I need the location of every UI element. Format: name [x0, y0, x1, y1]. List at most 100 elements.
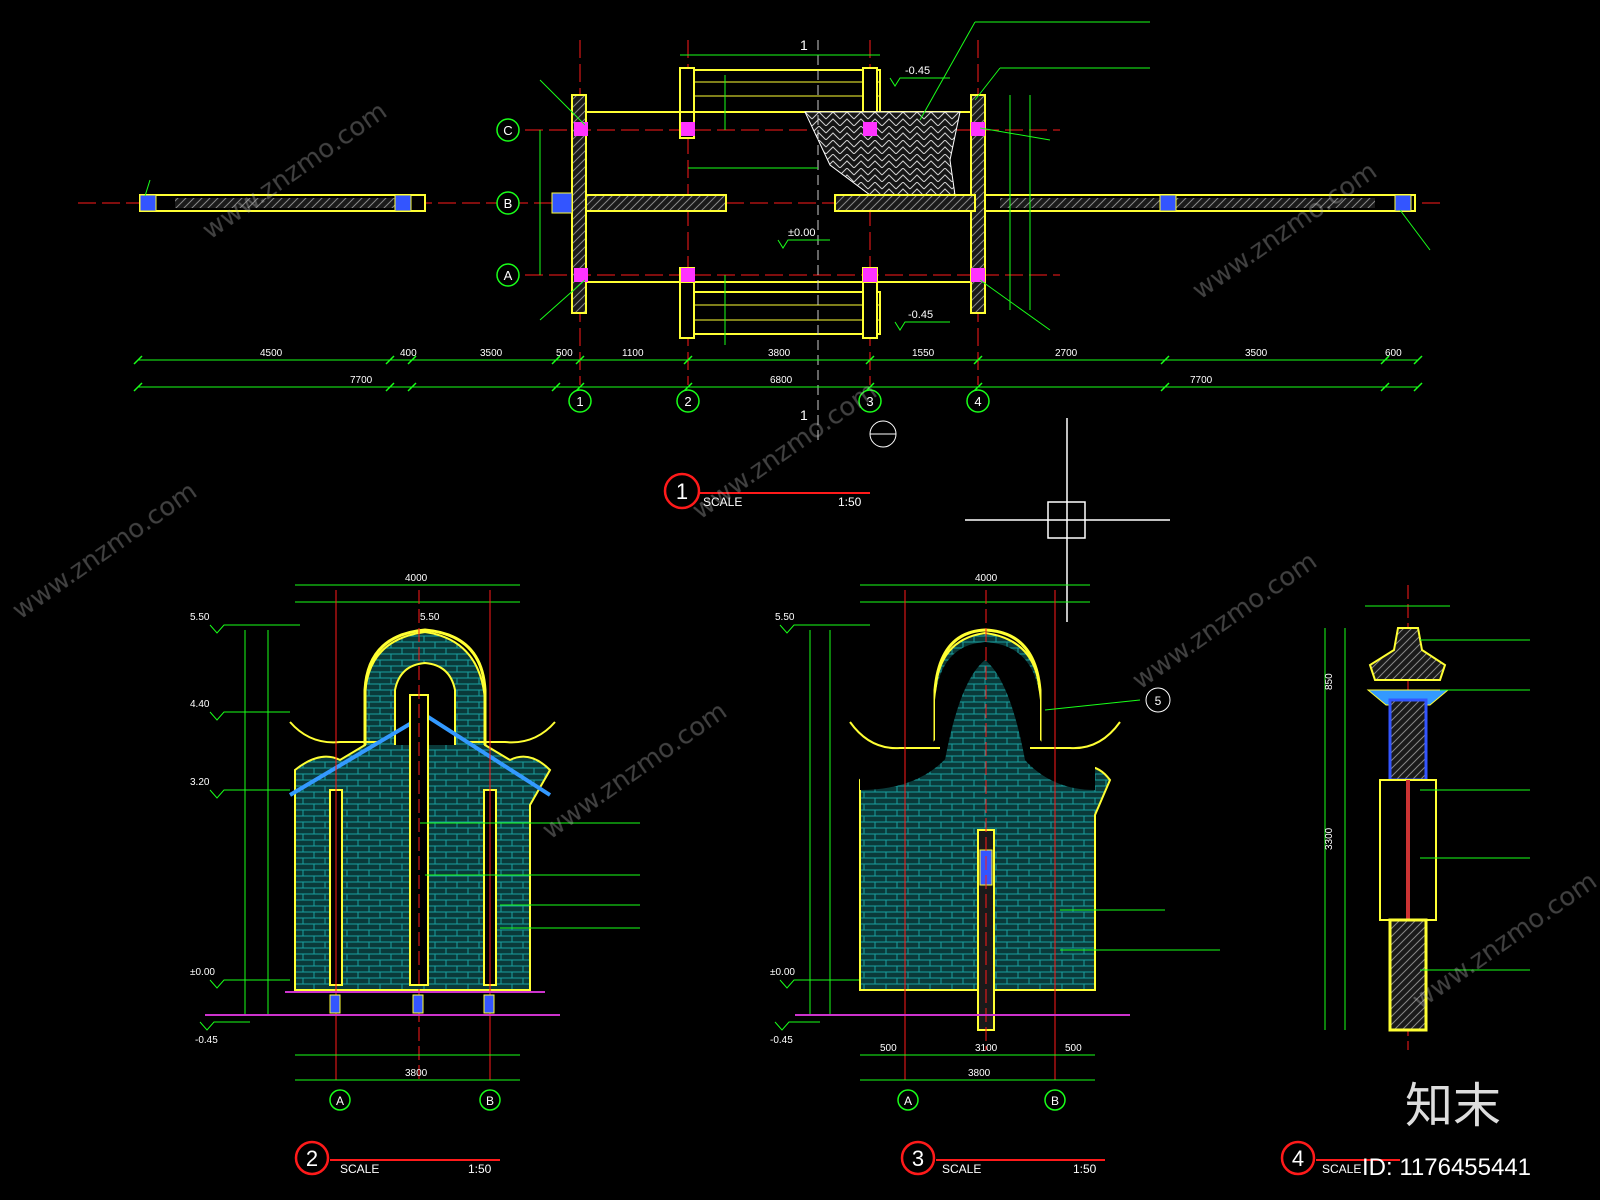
upper-rail-frame	[679, 69, 881, 113]
eave-left	[849, 721, 940, 750]
svg-text:B: B	[1051, 1094, 1059, 1108]
footing	[329, 994, 341, 1014]
dim-label: 400	[400, 348, 417, 359]
left-wall-end	[139, 194, 157, 212]
elev-mark	[779, 979, 860, 989]
elev-ground: -0.45	[770, 1035, 793, 1046]
leader-line	[979, 127, 1051, 141]
watermark-text: www.znzmo.com	[1187, 156, 1383, 306]
leader-line	[919, 21, 976, 121]
post-cap-ring	[1366, 689, 1450, 706]
watermark-text: www.znzmo.com	[7, 476, 203, 626]
footing	[412, 994, 424, 1014]
post-title-block: 4 SCALE	[1280, 1140, 1400, 1176]
left-long-wall-hatch	[175, 198, 395, 208]
svg-text:1:50: 1:50	[468, 1162, 492, 1176]
grid-bubble-1: 1	[568, 389, 592, 413]
elev-mark	[774, 1021, 820, 1031]
elev-mark	[209, 711, 290, 721]
dim-tick	[1413, 355, 1423, 365]
elev-mark	[777, 239, 830, 249]
eave-right	[1030, 721, 1121, 750]
elev-top: 5.50	[775, 612, 795, 623]
inner-wall-right	[834, 194, 976, 212]
grid-bubble-c: C	[496, 118, 520, 142]
leader-line	[144, 179, 151, 197]
right-long-wall-hatch	[1165, 198, 1375, 208]
elev-mark	[889, 77, 950, 87]
plan-title-block: 1 SCALE 1:50	[663, 472, 870, 510]
section-mark-bottom: 1	[800, 407, 808, 423]
watermark-text: www.znzmo.com	[1127, 546, 1323, 696]
grid-bubble-4: 4	[966, 389, 990, 413]
leader-line	[974, 67, 1001, 101]
grid-bubble-3: 3	[858, 389, 882, 413]
dim-tick	[385, 355, 395, 365]
dim-tick	[133, 355, 143, 365]
leader-line	[539, 279, 586, 321]
dim-tick	[551, 355, 561, 365]
dim-top-total: 4000	[975, 573, 998, 584]
wall-end	[551, 192, 573, 214]
elev-mark	[209, 789, 290, 799]
dim-tick	[1160, 382, 1170, 392]
svg-text:SCALE: SCALE	[942, 1162, 981, 1176]
elev-label-top: -0.45	[905, 65, 930, 77]
svg-text:1:50: 1:50	[1073, 1162, 1097, 1176]
column-c1	[574, 122, 588, 136]
dim-label: 3500	[480, 348, 503, 359]
svg-text:3: 3	[866, 394, 873, 409]
column-a1	[574, 268, 588, 282]
elev-mark	[209, 979, 290, 989]
scale-label: SCALE	[703, 495, 742, 509]
elev-mid: 3.20	[190, 777, 210, 788]
elevation-title-block: 3 SCALE 1:50	[900, 1140, 1105, 1176]
dim-total-right: 7700	[1190, 375, 1213, 386]
post-cap	[1368, 627, 1447, 681]
elev-base: ±0.00	[770, 967, 795, 978]
svg-text:5: 5	[1155, 694, 1162, 708]
column-a2	[681, 268, 695, 282]
dim-bottom: 500	[1065, 1043, 1082, 1054]
svg-text:A: A	[904, 1094, 912, 1108]
elev-ridge: 5.50	[420, 612, 440, 623]
dim-label: 1550	[912, 348, 935, 359]
eave-left	[289, 721, 380, 744]
dim-tick	[133, 382, 143, 392]
dim-label: 3800	[768, 348, 791, 359]
svg-text:3: 3	[912, 1146, 924, 1171]
column-c4	[971, 122, 985, 136]
dim-tick	[407, 382, 417, 392]
plan-view: 1 1 -0.45 ±0.00 -0.45 4500	[78, 21, 1440, 510]
svg-text:1: 1	[576, 394, 583, 409]
column-c3	[863, 122, 877, 136]
dim-tick	[1160, 355, 1170, 365]
dim-label: 2700	[1055, 348, 1078, 359]
left-wall-end	[394, 194, 412, 212]
svg-text:SCALE: SCALE	[340, 1162, 379, 1176]
eave-right	[465, 721, 556, 744]
dim-bottom: 3100	[975, 1043, 998, 1054]
leader-line	[539, 79, 586, 126]
watermark-id: ID: 1176455441	[1362, 1154, 1531, 1181]
elev-mark	[209, 624, 300, 634]
elev-label-center: ±0.00	[788, 227, 815, 239]
svg-text:A: A	[336, 1094, 344, 1108]
dim-label: 600	[1385, 348, 1402, 359]
elev-mark	[779, 624, 870, 634]
detail-bubble: 5	[1145, 687, 1171, 713]
svg-text:2: 2	[306, 1146, 318, 1171]
column-c2	[681, 122, 695, 136]
footing	[483, 994, 495, 1014]
dim-total-left: 7700	[350, 375, 373, 386]
grid-bubble-b: B	[1044, 1089, 1066, 1111]
section-view: 4000 5.50 5.50 4.40 3.20 ±0.00 -0.45	[190, 573, 640, 1176]
dim-tick	[575, 355, 585, 365]
dim-bottom: 500	[880, 1043, 897, 1054]
right-long-wall-hatch	[1000, 198, 1160, 208]
dim-tick	[385, 382, 395, 392]
section-title-block: 2 SCALE 1:50	[294, 1140, 500, 1176]
elev-eave: 4.40	[190, 699, 210, 710]
watermark-text: www.znzmo.com	[197, 96, 393, 246]
